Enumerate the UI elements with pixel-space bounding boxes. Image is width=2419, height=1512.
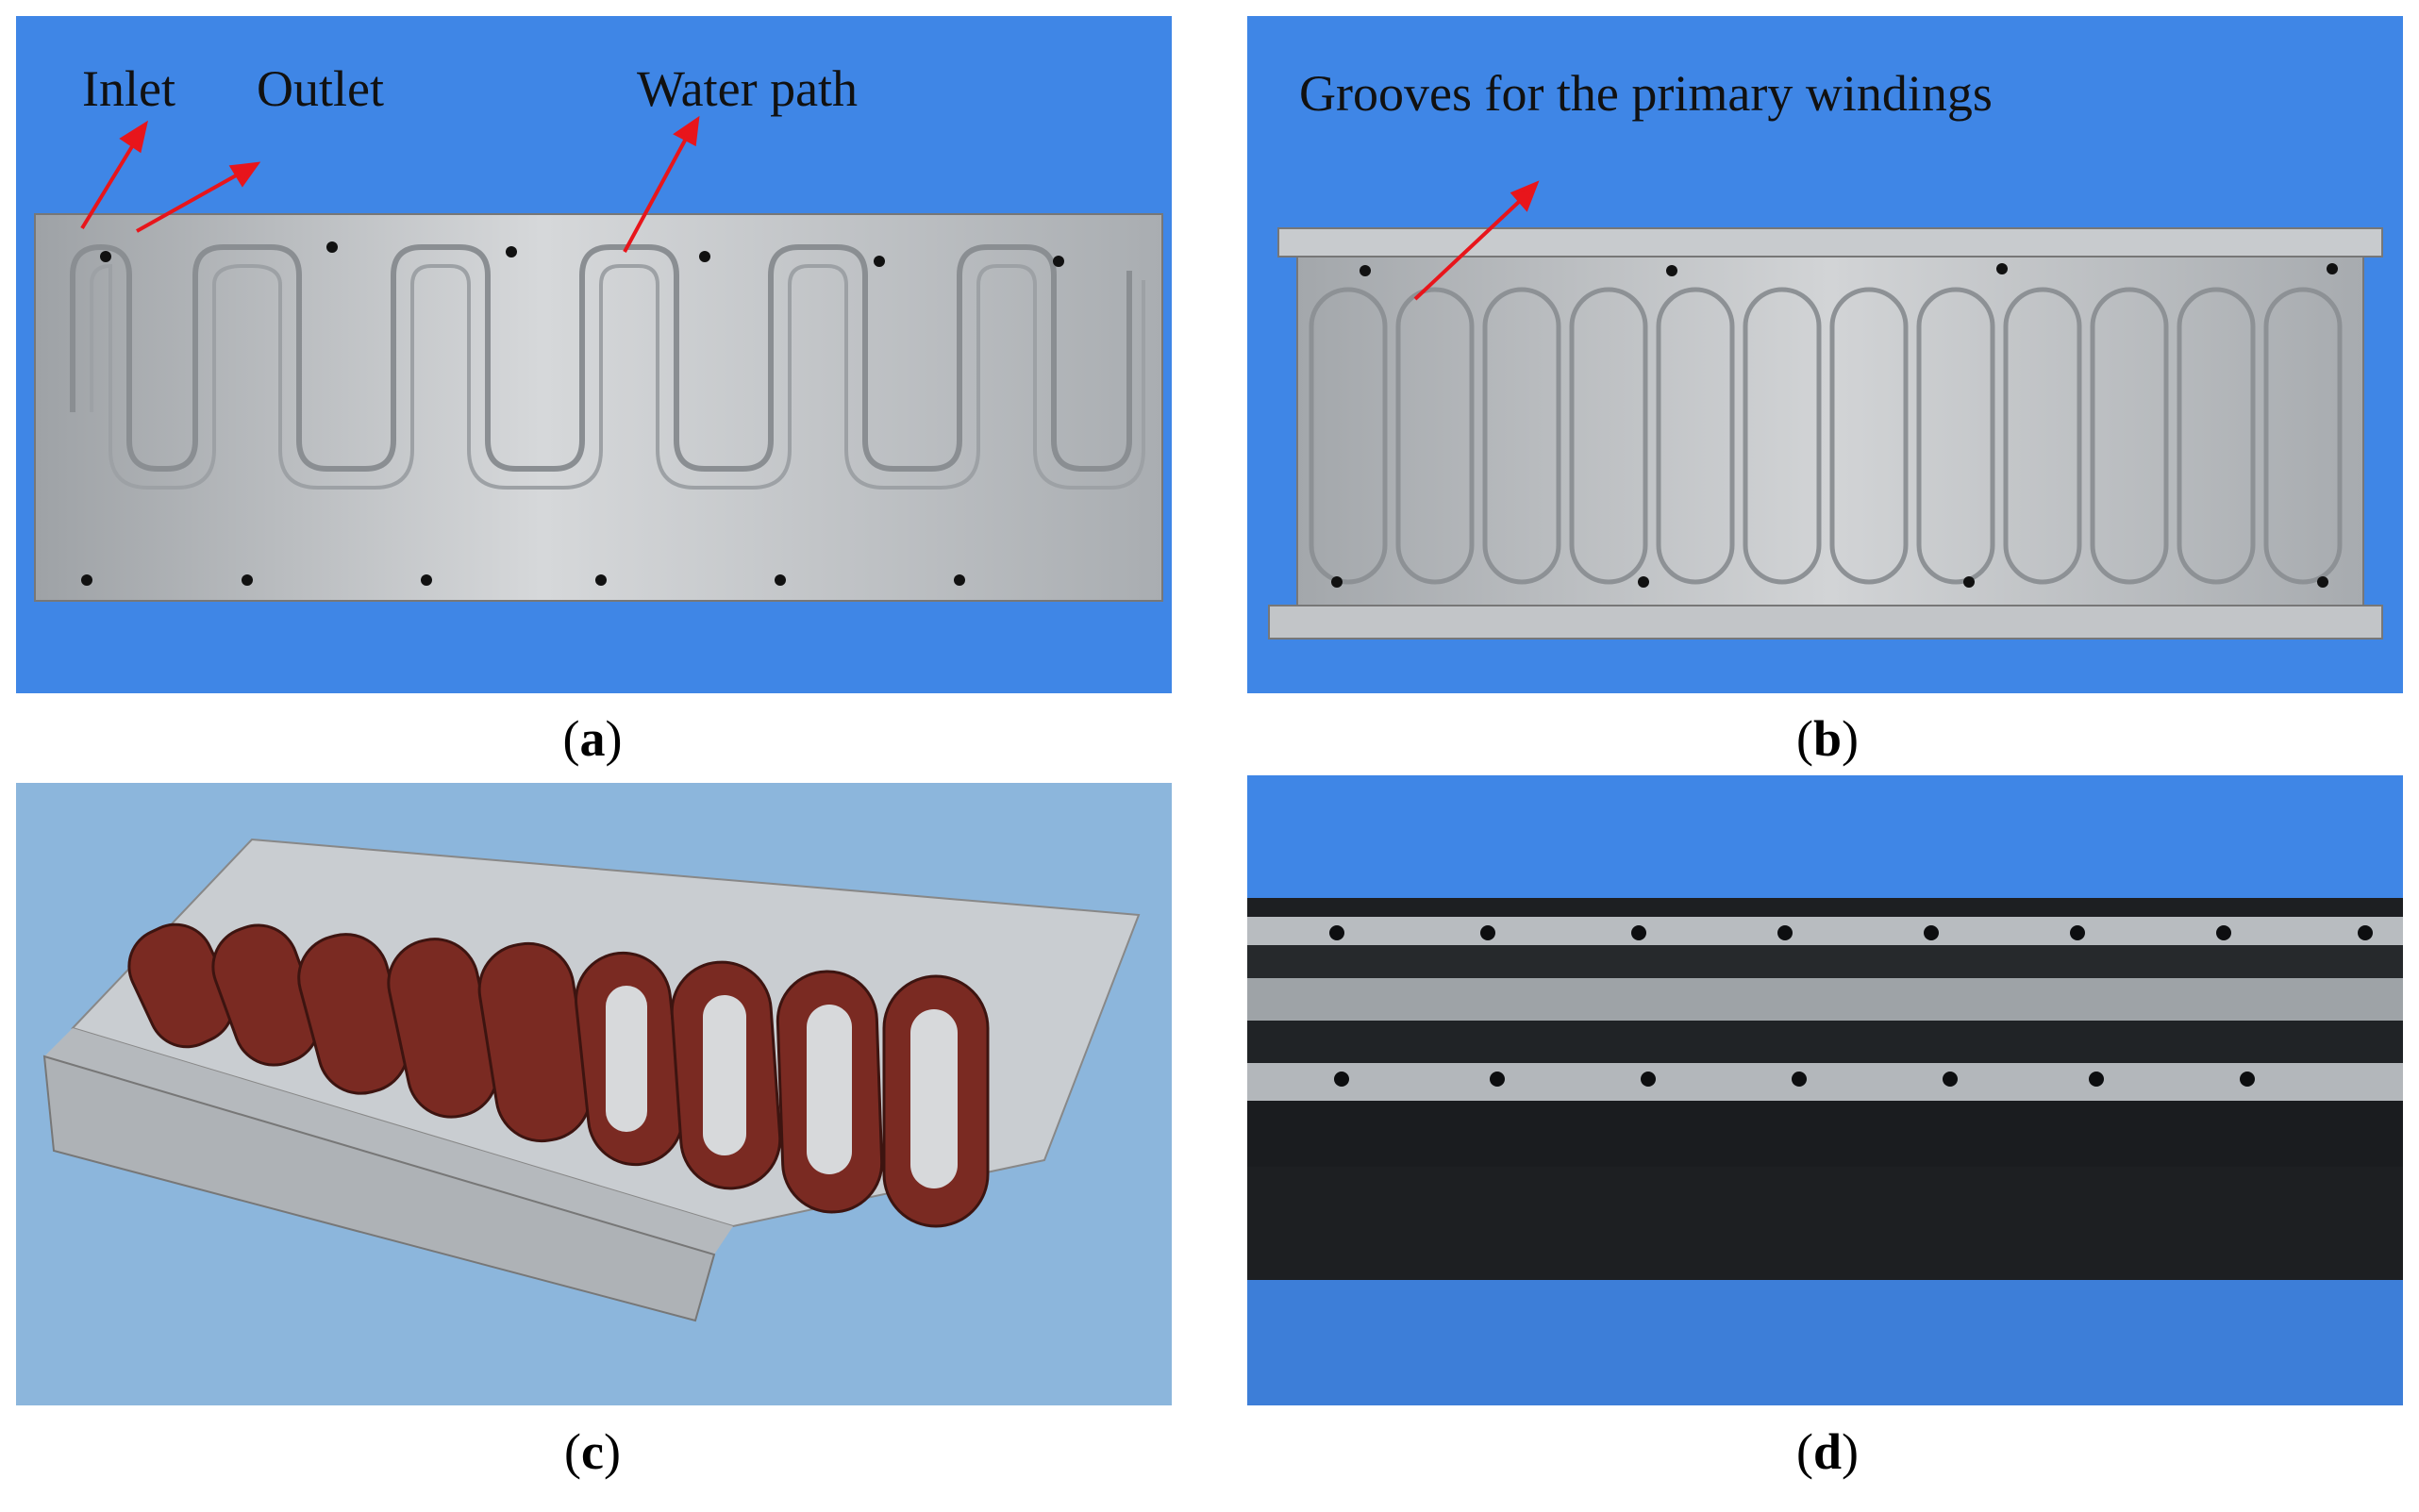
red-arrow (1413, 180, 1540, 301)
photo-panel-d (1247, 775, 2403, 1405)
photo-panel-b (1247, 16, 2403, 693)
photo-panel-a (16, 16, 1172, 693)
caption-a: (a) (562, 710, 623, 767)
photo-panel-c (16, 783, 1172, 1405)
caption-d: (d) (1795, 1423, 1859, 1480)
caption-b: (b) (1795, 710, 1859, 767)
annotation-grooves: Grooves for the primary windings (1299, 65, 1993, 122)
annotation-inlet: Inlet (82, 60, 175, 117)
red-arrow (80, 115, 700, 253)
caption-c: (c) (564, 1423, 621, 1480)
annotation-outlet: Outlet (257, 60, 384, 117)
annotation-water-path: Water path (637, 60, 859, 117)
